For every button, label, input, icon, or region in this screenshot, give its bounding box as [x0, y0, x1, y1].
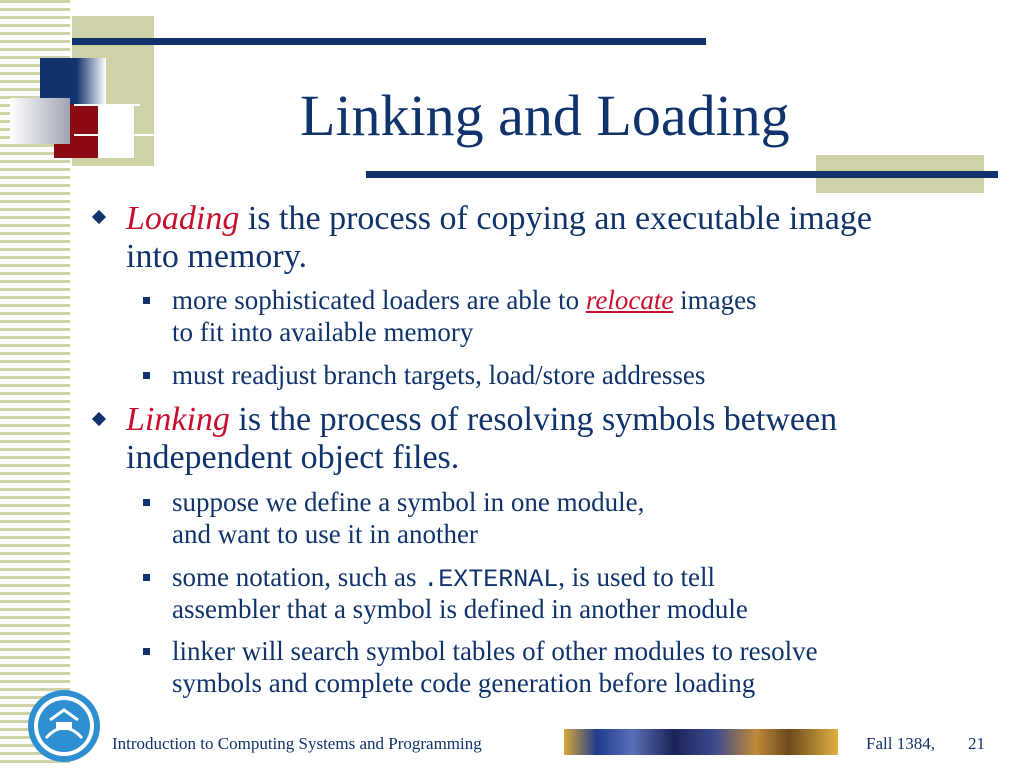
bullet-2-line-1: Linking is the process of resolving symb…	[126, 401, 837, 439]
decor-white-square	[98, 104, 134, 158]
title-bottom-rule-overlay	[816, 171, 984, 178]
slide-title: Linking and Loading	[300, 83, 790, 148]
university-logo-icon	[26, 688, 102, 764]
sub-bullet-2-3: linker will search symbol tables of othe…	[172, 636, 818, 666]
decor-thin-line-h1	[74, 104, 140, 106]
footer-term: Fall 1384,	[866, 734, 935, 753]
bullet-1-line-1: Loading is the process of copying an exe…	[126, 200, 872, 238]
emphasis-linking: Linking	[126, 401, 230, 438]
bullet-2-line-2: independent object files.	[126, 439, 460, 476]
decor-grey-square	[10, 98, 70, 144]
sub-bullet-2-3-line-2: symbols and complete code generation bef…	[172, 668, 756, 698]
bullet-square-icon	[143, 648, 150, 655]
emphasis-loading: Loading	[126, 200, 240, 237]
sub-bullet-1-1: more sophisticated loaders are able to r…	[172, 285, 757, 315]
bullet-1-text: is the process of copying an executable …	[239, 200, 872, 237]
sub-bullet-1-2: must readjust branch targets, load/store…	[172, 360, 706, 390]
relocate-link[interactable]: relocate	[585, 285, 674, 315]
sub-bullet-2-1-line-2: and want to use it in another	[172, 519, 478, 549]
bullet-square-icon	[143, 574, 150, 581]
bullet-square-icon	[143, 297, 150, 304]
bullet-2-text: is the process of resolving symbols betw…	[229, 401, 838, 438]
footer-banner-image	[564, 729, 838, 755]
sub-bullet-2-2: some notation, such as .EXTERNAL, is use…	[172, 562, 715, 594]
bullet-square-icon	[143, 372, 150, 379]
sub-bullet-2-1: suppose we define a symbol in one module…	[172, 487, 645, 517]
footer-course-title: Introduction to Computing Systems and Pr…	[112, 734, 482, 753]
bullet-1-line-2: into memory.	[126, 238, 307, 275]
title-bottom-rule	[366, 171, 998, 178]
sub-bullet-1-1-line-2: to fit into available memory	[172, 317, 474, 347]
decor-thin-line-h2	[74, 134, 294, 136]
bullet-square-icon	[143, 499, 150, 506]
footer-page-number: 21	[968, 734, 985, 753]
bullet-diamond-icon	[91, 411, 107, 427]
code-external: .EXTERNAL	[423, 565, 559, 594]
bullet-diamond-icon	[91, 209, 107, 225]
sub-bullet-2-2-line-2: assembler that a symbol is defined in an…	[172, 594, 748, 624]
title-top-rule	[72, 38, 706, 45]
